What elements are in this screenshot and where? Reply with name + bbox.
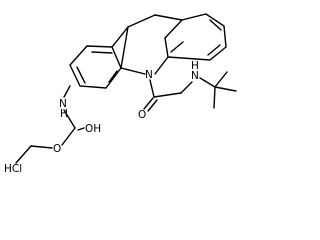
amine-h-label: H [191, 60, 199, 72]
structure-canvas: N O H N N H OH O HCl [4, 13, 237, 175]
benzene-ring-top [164, 13, 227, 61]
amine-nitrogen-label: N [191, 70, 199, 82]
amide-chain [143, 79, 193, 112]
tert-butyl-group [199, 71, 237, 109]
benzene-ring-left [69, 26, 129, 89]
ring-nitrogen-label: N [145, 69, 153, 81]
ethylene-bridge [127, 14, 183, 28]
carbamate-oh-label: OH [85, 123, 101, 135]
azepine-ring [120, 56, 169, 75]
salt-label: HCl [4, 163, 22, 175]
ester-oxygen-label: O [53, 143, 61, 155]
carbamate-nitrogen-label: N [59, 98, 67, 110]
carbamate-bonds [15, 85, 85, 164]
carbamate-h-label: H [60, 108, 68, 120]
molecule-structure: N O H N N H OH O HCl [4, 13, 237, 175]
carbonyl-oxygen-label: O [138, 109, 146, 121]
